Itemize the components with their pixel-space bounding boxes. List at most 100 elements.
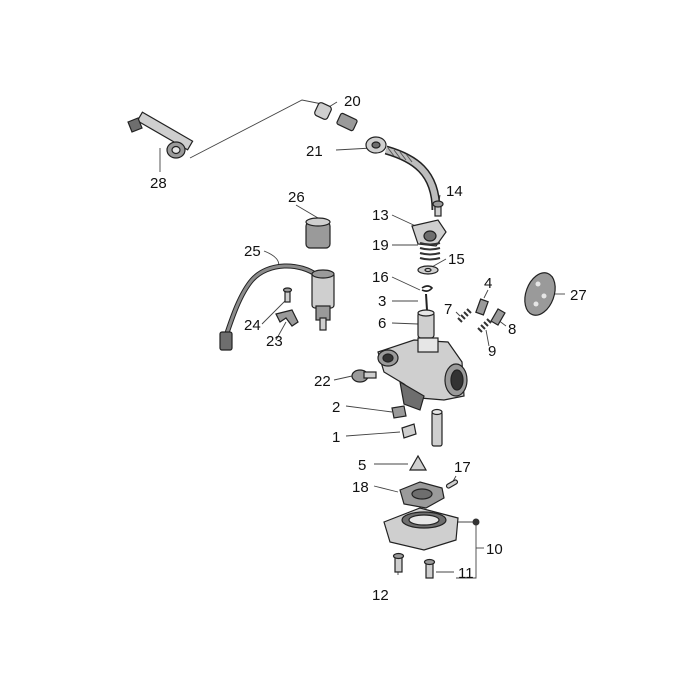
leader-2 — [345, 405, 393, 413]
leader-23 — [275, 321, 287, 341]
callout-23: 23 — [266, 333, 283, 350]
bracket-23 — [275, 309, 299, 327]
adjuster-bolt-nut-hole — [171, 145, 181, 155]
callout-14: 14 — [446, 183, 463, 200]
spring-9 — [477, 318, 492, 333]
plate-27 — [524, 272, 556, 316]
plate-27-hole-1 — [535, 281, 541, 287]
part-9-spring — [477, 318, 492, 333]
adjuster-bolt-head — [127, 117, 143, 133]
part-19-spring — [419, 242, 441, 261]
part-17-pin — [445, 479, 459, 489]
leader-22 — [333, 375, 353, 381]
choke-wire — [224, 264, 319, 337]
washer-15-hole — [424, 267, 432, 273]
choke-connector — [219, 331, 233, 351]
plate-27-hole-3 — [533, 301, 539, 307]
callout-26: 26 — [288, 189, 305, 206]
part-24-screw — [282, 287, 293, 303]
carburetor-body — [377, 337, 468, 411]
spring-7 — [457, 308, 472, 323]
screw-8 — [490, 308, 506, 326]
pipe-21-fill — [385, 147, 439, 211]
callout-24: 24 — [244, 317, 261, 334]
float-bowl-10 — [383, 507, 459, 551]
callout-1: 1 — [332, 429, 340, 446]
part-18-float — [399, 481, 445, 509]
callout-7: 7 — [444, 301, 452, 318]
screw-12-head — [392, 552, 405, 560]
callout-19: 19 — [372, 237, 389, 254]
fitting-20-body — [314, 102, 332, 120]
leader-4 — [483, 289, 489, 299]
bracket-10 — [456, 521, 477, 579]
leader-9 — [485, 329, 490, 347]
carb-lower-flange — [399, 380, 425, 411]
screw-24-head — [282, 287, 293, 293]
cap-26-top — [305, 217, 331, 227]
part-28-adjuster-bolt — [127, 111, 194, 159]
part-13-cable-holder — [411, 219, 447, 247]
choke-solenoid-plunger — [319, 317, 327, 331]
part-21-cable-nut-pipe — [365, 136, 441, 211]
leader-24 — [261, 299, 287, 325]
callout-8: 8 — [508, 321, 516, 338]
part-11-screw — [423, 558, 436, 579]
carb-intake-bore — [450, 369, 464, 391]
part-27-cover-plate — [524, 272, 556, 316]
callout-2: 2 — [332, 399, 340, 416]
leader-7 — [455, 311, 461, 317]
adjuster-bolt-shaft — [136, 111, 194, 151]
part-14-screw — [432, 200, 444, 217]
callout-20: 20 — [344, 93, 361, 110]
callout-25: 25 — [244, 243, 261, 260]
part-20-cable-fitting — [314, 102, 358, 132]
fitting-20-nut — [336, 112, 358, 132]
callout-15: 15 — [448, 251, 465, 268]
leader-21 — [335, 147, 373, 151]
leader-lines — [159, 99, 565, 579]
screw-14-head — [432, 200, 444, 208]
callout-16: 16 — [372, 269, 389, 286]
part-1-main-jet — [401, 423, 417, 439]
leader-16 — [391, 276, 421, 291]
pin-17 — [445, 479, 459, 489]
part-22-plunger — [351, 369, 377, 383]
callout-labels: 20 21 28 14 13 19 15 16 3 6 4 7 8 9 27 2… — [150, 93, 587, 604]
float-needle-5 — [408, 454, 428, 471]
plate-27-hole-2 — [541, 293, 547, 299]
carb-valve-housing — [417, 337, 439, 353]
leader-1 — [345, 431, 401, 437]
callout-22: 22 — [314, 373, 331, 390]
bracket-10-dot — [472, 518, 480, 526]
part-8-screw — [490, 308, 506, 326]
callout-9: 9 — [488, 343, 496, 360]
part-4-screw — [475, 298, 489, 316]
spring-19-coils — [419, 242, 441, 261]
emulsion-tube — [431, 408, 443, 447]
callout-28: 28 — [150, 175, 167, 192]
callout-6: 6 — [378, 315, 386, 332]
plunger-22-shaft — [363, 371, 377, 379]
throttle-cable-line — [189, 99, 323, 159]
screw-4 — [475, 298, 489, 316]
part-26-rubber-cap — [305, 217, 331, 249]
holder-13-hole — [423, 230, 437, 242]
part-5-float-needle — [408, 454, 428, 471]
part-16-clip — [421, 285, 434, 292]
screw-11-head — [423, 558, 436, 566]
part-23-bracket — [275, 309, 299, 327]
callout-11: 11 — [458, 565, 474, 582]
bowl-10-cavity — [408, 514, 440, 526]
callout-27: 27 — [570, 287, 587, 304]
part-7-spring — [457, 308, 472, 323]
leader-26 — [295, 204, 319, 219]
callout-17: 17 — [454, 459, 471, 476]
pipe-21-thread — [387, 147, 413, 163]
carb-outlet-bore — [382, 353, 394, 363]
float-18-top — [411, 488, 433, 500]
needle-3 — [425, 293, 428, 311]
callout-18: 18 — [352, 479, 369, 496]
